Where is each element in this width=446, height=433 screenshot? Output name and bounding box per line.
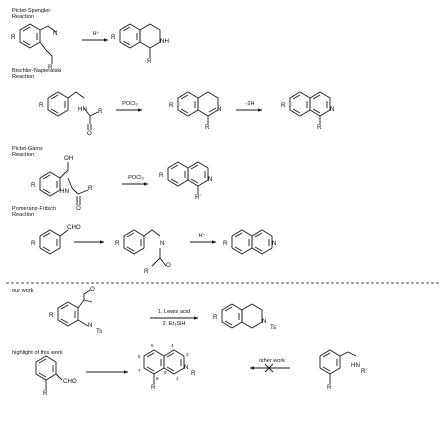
oxygen-atom: O — [76, 205, 81, 212]
r-group: R — [48, 64, 53, 71]
pictet-gams-label: Pictet-Gams Reaction — [12, 146, 43, 159]
hn-atom: HN — [78, 106, 87, 113]
h-plus-reagent-1: H⁺ — [92, 31, 100, 37]
pictet-gams-isoquinoline — [167, 161, 209, 194]
oxygen-atom: O — [166, 262, 171, 269]
isoquinoline-product — [289, 91, 331, 124]
our-work-substrate — [57, 289, 93, 327]
ring-number: 3 — [186, 352, 189, 357]
our-work-label: our work — [12, 288, 34, 294]
r-group: R — [43, 390, 48, 397]
r-group: R — [11, 34, 16, 41]
other-work-label: other work — [258, 358, 286, 364]
bischler-napieralski-label: Bischler-Napieralski Reaction — [12, 68, 62, 81]
r-prime-group: R' — [361, 368, 367, 375]
r-group: R — [39, 102, 44, 109]
ring-number: 7 — [138, 368, 141, 373]
r-group: R — [31, 182, 36, 189]
oxygen-atom: O — [87, 130, 92, 137]
other-work-cross-2 — [264, 363, 274, 373]
r-group: R — [159, 172, 164, 179]
et3sih-reagent: 2. Et₃SiH — [162, 321, 186, 327]
lewis-acid-reagent: 1. Lewis acid — [157, 309, 191, 315]
r-group: R — [151, 384, 156, 391]
r-prime-group: R' — [144, 268, 150, 275]
pomeranz-substrate — [39, 229, 69, 255]
h-plus-reagent-2: H⁺ — [198, 233, 206, 239]
ring-number: 6 — [138, 354, 141, 359]
r-group: R — [49, 312, 54, 319]
pocl3-reagent-2: POCl₃ — [128, 175, 144, 181]
our-work-product — [221, 303, 263, 329]
nitrogen-atom: N — [53, 30, 58, 37]
highlight-product — [143, 349, 185, 384]
other-work-substrate — [319, 349, 357, 384]
pocl3-reagent-1: POCl₃ — [122, 101, 138, 107]
hn-atom: HN — [60, 188, 69, 195]
r-group: R — [147, 58, 152, 65]
oh-group: OH — [64, 155, 74, 162]
nitrogen-atom: N — [160, 240, 165, 247]
pictet-spengler-substrate — [19, 23, 57, 64]
ring-number: 4 — [171, 343, 174, 348]
ring-number: 8 — [164, 370, 167, 375]
nitrogen-atom: N — [184, 364, 189, 371]
pictet-gams-substrate — [39, 162, 89, 205]
r-group: R — [317, 124, 322, 131]
nitrogen-atom: N — [272, 240, 277, 247]
highlight-label: highlight of this work — [12, 350, 63, 356]
r-group: R — [327, 384, 332, 391]
nitrogen-atom: N — [217, 106, 222, 113]
r-prime-group: R' — [195, 194, 201, 201]
cho-group: CHO — [67, 224, 81, 231]
ring-number: 5 — [151, 343, 154, 348]
r-group: R — [98, 108, 103, 115]
nitrogen-atom: N — [262, 318, 267, 325]
pomeranz-isoquinoline — [231, 229, 273, 255]
highlight-substrate — [35, 355, 63, 390]
ring-number: 1 — [176, 376, 179, 381]
r-group: R — [115, 240, 120, 247]
r-prime-group: R' — [88, 185, 94, 192]
tosyl-group: Ts — [270, 324, 277, 331]
minus-2h-reagent: -2H — [245, 101, 255, 107]
nitrogen-atom: N — [330, 106, 335, 113]
nitrogen-atom: N — [208, 176, 213, 183]
r-group: R — [31, 240, 36, 247]
pomeranz-fritsch-label: Pomeranz-Fritsch Reaction — [12, 206, 57, 219]
cho-group: CHO — [63, 378, 77, 385]
tosyl-group: Ts — [96, 328, 103, 335]
pomeranz-imine — [123, 229, 167, 267]
oxygen-atom: O — [90, 286, 95, 293]
hn-atom: HN — [351, 362, 360, 369]
nh-atom: NH — [160, 38, 169, 45]
r-group: R — [191, 370, 196, 377]
r-group: R — [223, 240, 228, 247]
r-group: R — [281, 102, 286, 109]
pictet-spengler-label: Pictet-Spengler Reaction — [12, 8, 51, 21]
r-group: R — [205, 124, 210, 131]
nitrogen-atom: N — [88, 322, 93, 329]
r-group: R — [213, 314, 218, 321]
r-group: R — [111, 34, 116, 41]
tetrahydroisoquinoline-product — [119, 23, 161, 58]
bischler-substrate — [47, 91, 99, 130]
r-group: R — [169, 102, 174, 109]
ring-number: 8 — [156, 376, 159, 381]
dihydroisoquinoline-product — [177, 91, 219, 124]
